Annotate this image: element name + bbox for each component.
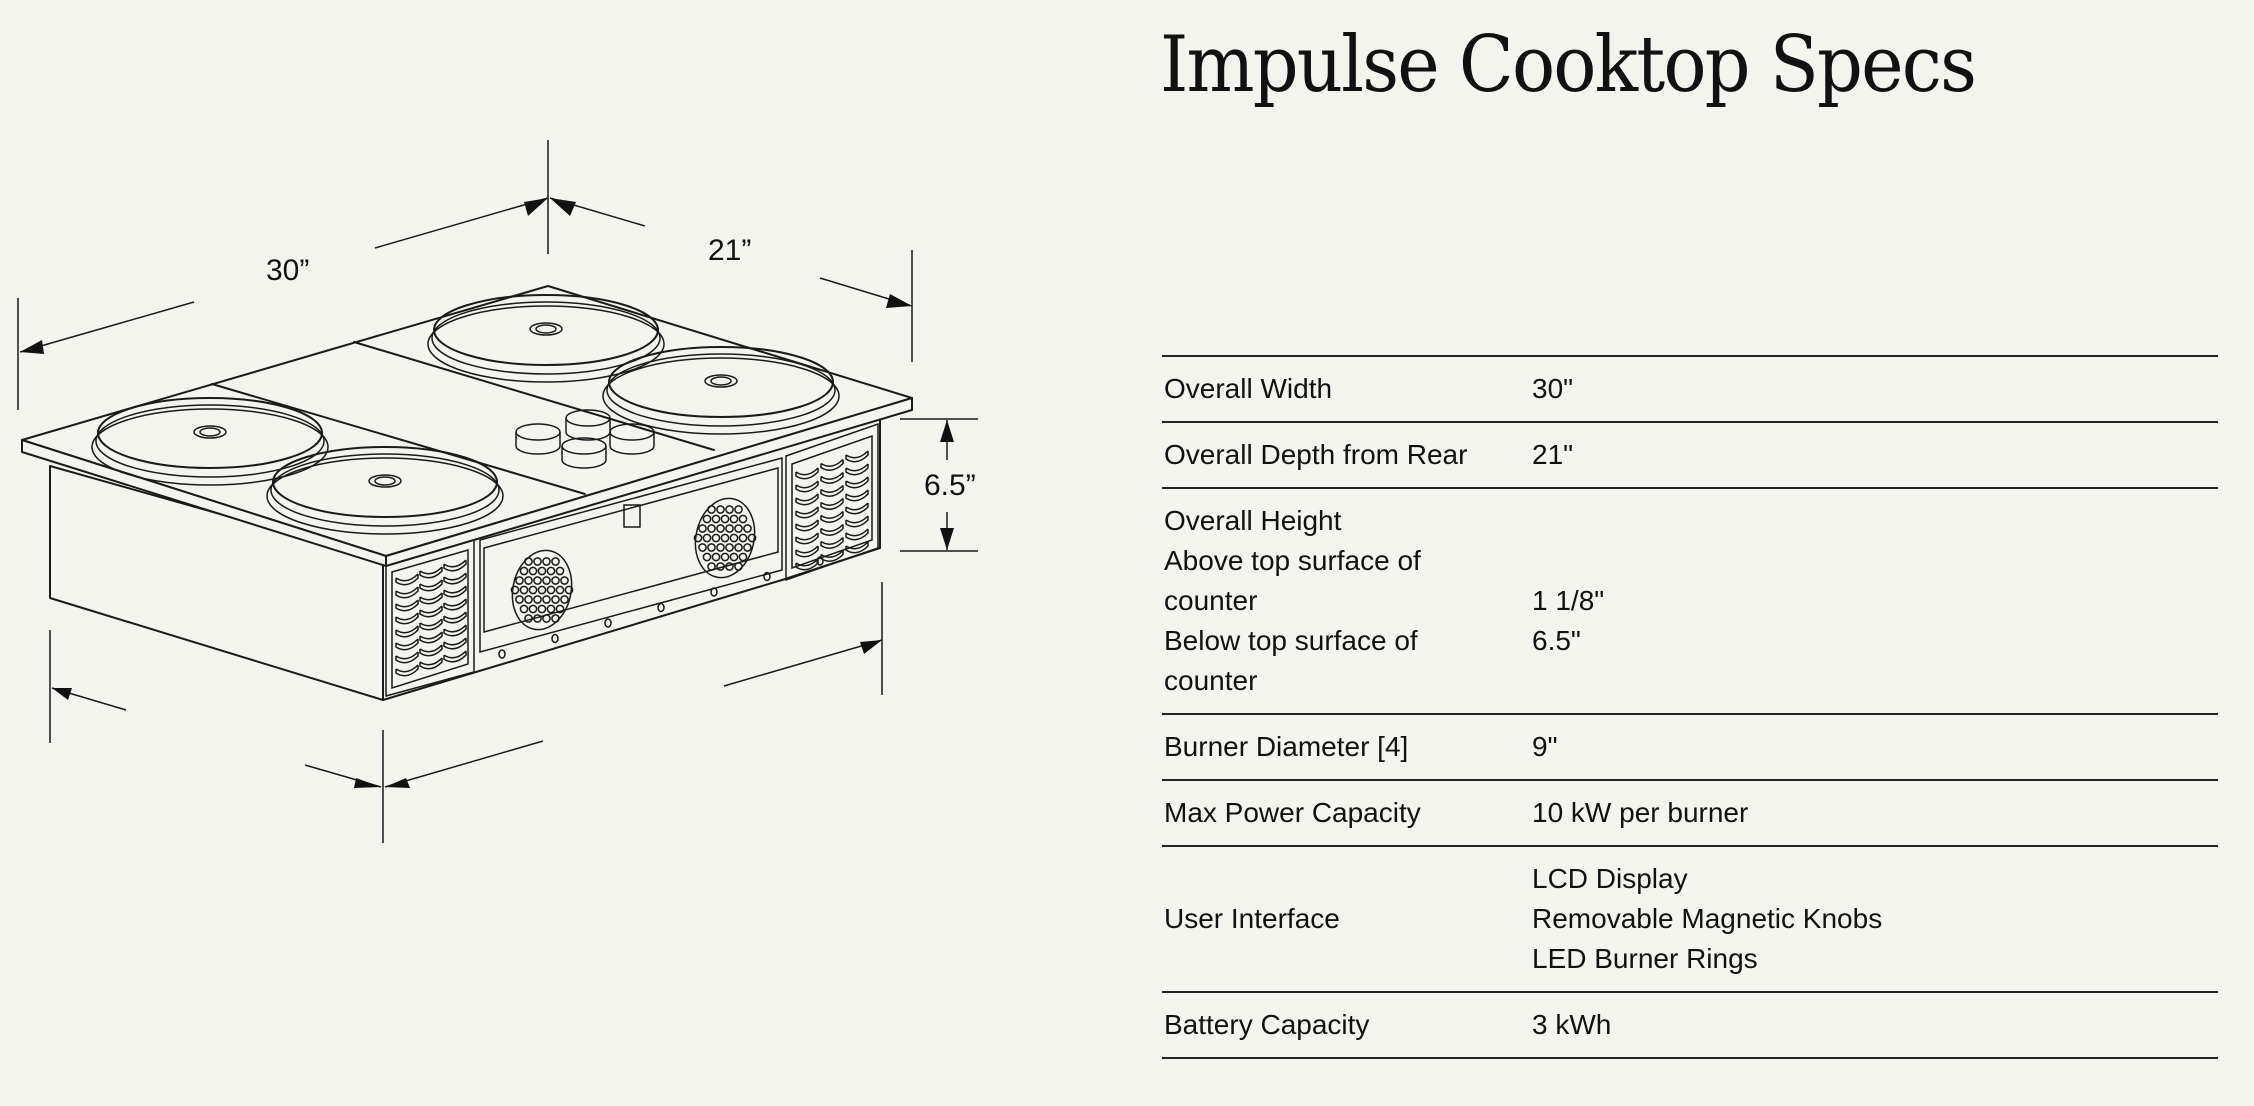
spec-label-line: Max Power Capacity xyxy=(1164,797,1421,828)
burner xyxy=(602,346,840,435)
spec-value-line: LCD Display xyxy=(1532,863,1688,894)
spec-label: Overall Width xyxy=(1162,355,1530,423)
vent-grille-left xyxy=(385,539,475,697)
spec-row: Overall Width 30" xyxy=(1162,355,2218,423)
spec-label-line: Above top surface of xyxy=(1164,545,1421,576)
spec-value: 10 kW per burner xyxy=(1530,779,2218,847)
knob-icon xyxy=(561,437,607,469)
cooktop-body xyxy=(49,417,881,701)
control-knobs xyxy=(515,409,655,469)
burner xyxy=(266,446,504,535)
spec-value: 3 kWh xyxy=(1530,991,2218,1059)
spec-label: Max Power Capacity xyxy=(1162,779,1530,847)
spec-label-line: counter xyxy=(1164,585,1258,616)
dimension-label-height: 6.5” xyxy=(924,469,976,502)
knob-icon xyxy=(609,423,655,455)
spec-value: 30" xyxy=(1530,355,2218,423)
spec-label-line: User Interface xyxy=(1164,903,1340,934)
cooktop-top-surface xyxy=(21,285,913,567)
spec-label: Battery Capacity xyxy=(1162,991,1530,1059)
spec-label-line: Overall Height xyxy=(1164,505,1342,536)
spec-value-line: LED Burner Rings xyxy=(1532,943,1758,974)
spec-row: Overall Depth from Rear 21" xyxy=(1162,421,2218,489)
spec-row: Burner Diameter [4] 9" xyxy=(1162,713,2218,781)
spec-value-line: 1 1/8" xyxy=(1532,585,1605,616)
speaker-grille-right xyxy=(693,497,757,579)
dimension-label-depth: 21” xyxy=(708,234,752,267)
spec-label-line: Overall Width xyxy=(1164,373,1333,404)
spec-value-line xyxy=(1532,541,2218,581)
spec-value-line: 6.5" xyxy=(1532,625,1581,656)
vent-grille-right xyxy=(785,422,879,582)
front-panel xyxy=(479,457,824,659)
dimension-lines xyxy=(17,140,978,843)
spec-label-line: counter xyxy=(1164,665,1258,696)
page-title: Impulse Cooktop Specs xyxy=(1160,20,1977,110)
spec-label: Overall Depth from Rear xyxy=(1162,421,1530,489)
spec-label: User Interface xyxy=(1162,845,1530,993)
spec-value-line: 3 kWh xyxy=(1532,1009,1612,1040)
cooktop-dimension-drawing xyxy=(17,140,978,843)
spec-value-line: 30" xyxy=(1532,373,1574,404)
spec-label-line: Overall Depth from Rear xyxy=(1164,439,1468,470)
spec-value-line: 10 kW per burner xyxy=(1532,797,1749,828)
burner xyxy=(91,397,329,486)
dimension-label-width: 30” xyxy=(266,254,310,287)
knob-icon xyxy=(515,423,561,455)
spec-value-line xyxy=(1532,501,2218,541)
specs-table: Overall Width 30" Overall Depth from Rear 2… xyxy=(1162,355,2218,1059)
spec-label-line: Burner Diameter [4] xyxy=(1164,731,1409,762)
spec-value-line xyxy=(1532,661,2218,701)
spec-value-line: 21" xyxy=(1532,439,1574,470)
speaker-grille-left xyxy=(510,549,574,631)
spec-row: Max Power Capacity 10 kW per burner xyxy=(1162,779,2218,847)
spec-label: Burner Diameter [4] xyxy=(1162,713,1530,781)
spec-label-line: Below top surface of xyxy=(1164,625,1418,656)
spec-row: Battery Capacity 3 kWh xyxy=(1162,991,2218,1059)
knob-icon xyxy=(565,409,611,441)
burner xyxy=(427,294,665,383)
spec-value: 1 1/8" 6.5" xyxy=(1530,487,2218,715)
spec-label-line: Battery Capacity xyxy=(1164,1009,1370,1040)
spec-value-line: Removable Magnetic Knobs xyxy=(1532,903,1883,934)
spec-value-line: 9" xyxy=(1532,731,1558,762)
spec-value: 21" xyxy=(1530,421,2218,489)
spec-value: 9" xyxy=(1530,713,2218,781)
